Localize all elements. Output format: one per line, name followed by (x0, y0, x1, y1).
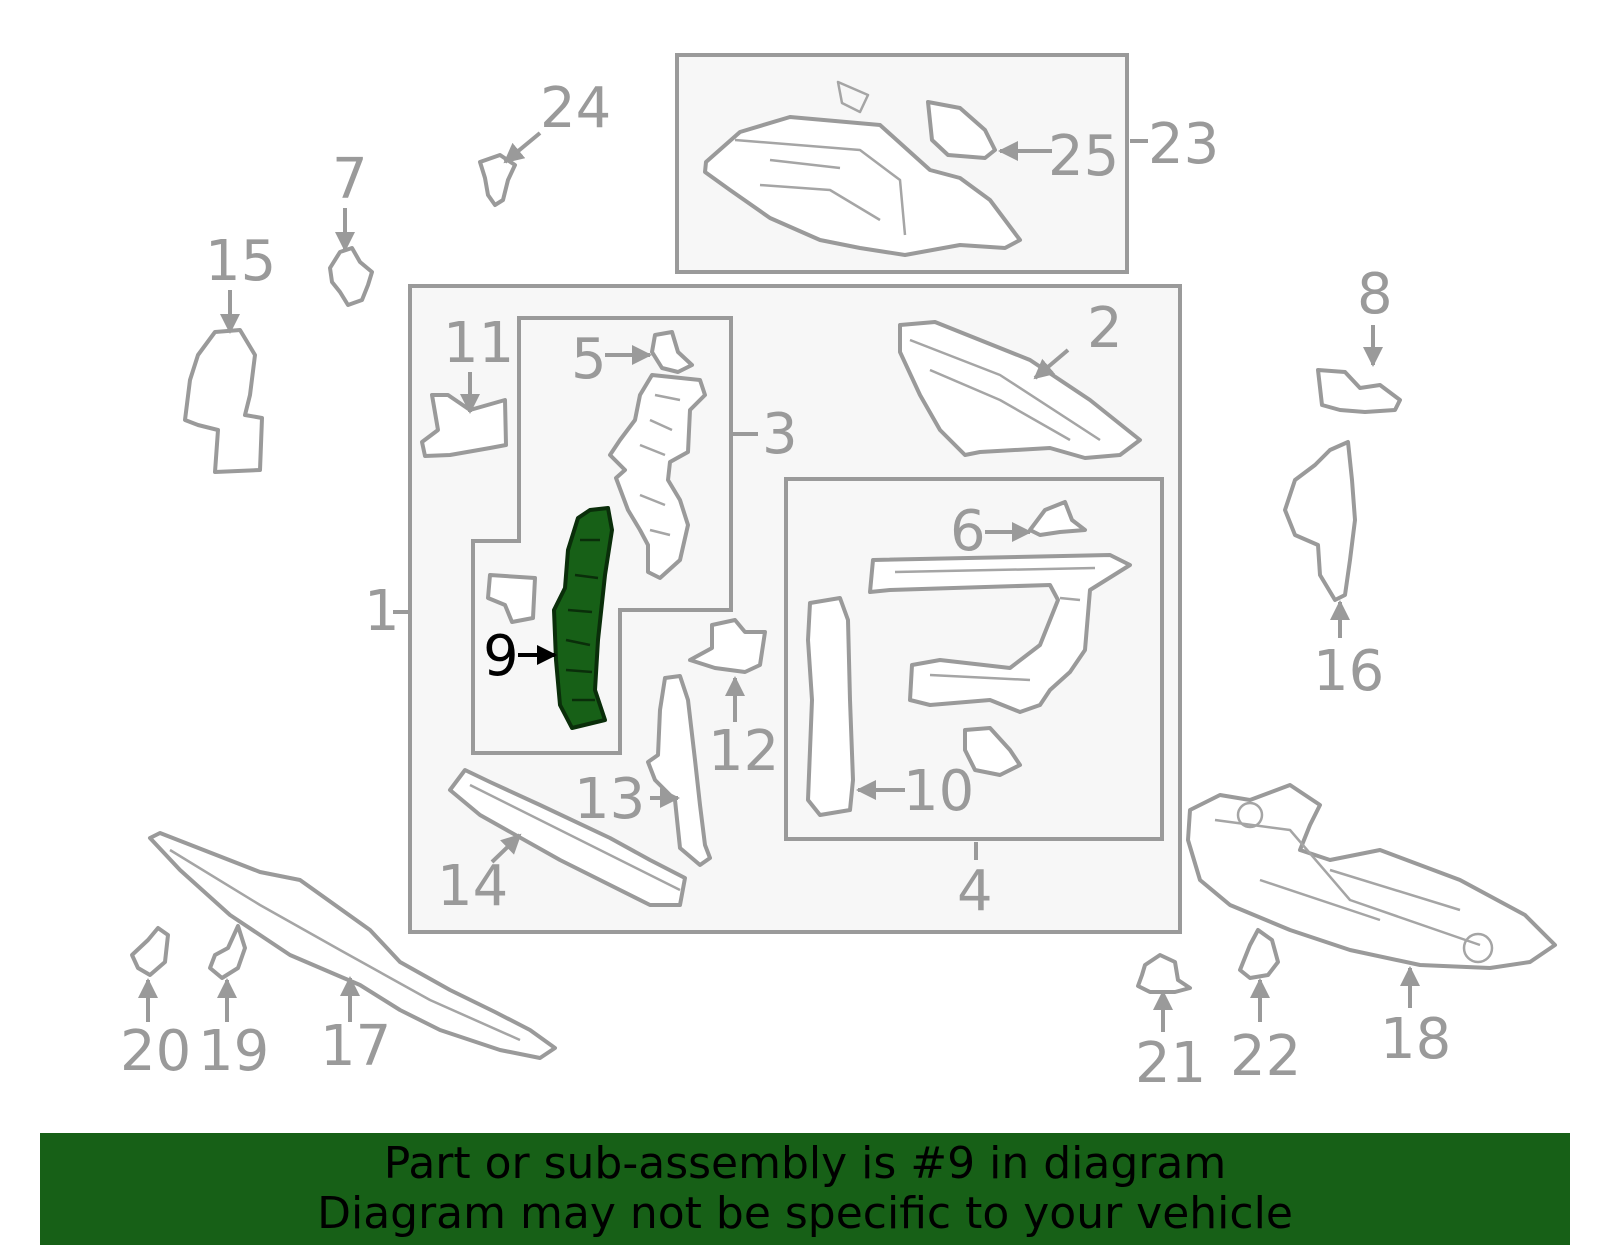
part-24-shape (478, 153, 517, 207)
part-19-shape (208, 924, 247, 980)
callout-2: 2 (1087, 296, 1123, 361)
callout-9: 9 (483, 624, 519, 689)
callout-16: 16 (1313, 639, 1384, 704)
info-banner: Part or sub-assembly is #9 in diagram Di… (40, 1133, 1570, 1245)
part-12-shape (688, 618, 767, 674)
banner-line-2: Diagram may not be specific to your vehi… (317, 1188, 1293, 1239)
part-7-shape (328, 246, 374, 307)
callout-15: 15 (205, 229, 276, 294)
callout-1: 1 (364, 579, 400, 644)
callout-5: 5 (571, 327, 607, 392)
callout-labels: 24 7 15 11 5 3 2 8 6 16 1 9 12 10 13 14 … (120, 76, 1451, 1096)
part-16-shape (1283, 440, 1357, 602)
small-bracket-4-shape (963, 726, 1022, 777)
part-22-shape (1238, 928, 1280, 980)
callout-17: 17 (320, 1014, 391, 1079)
part-17-shape (148, 831, 557, 1060)
part-18-shape (1186, 783, 1557, 970)
callout-8: 8 (1357, 262, 1393, 327)
callout-22: 22 (1230, 1024, 1301, 1089)
callout-21: 21 (1135, 1031, 1206, 1096)
part-8-shape (1316, 368, 1402, 414)
callout-6: 6 (950, 499, 986, 564)
leader-lines (138, 131, 1420, 1032)
part-10-shape (806, 596, 855, 817)
part-6-shape (1028, 500, 1087, 537)
callout-18: 18 (1380, 1007, 1451, 1072)
part-4-shape (868, 553, 1132, 714)
part-5-shape (650, 330, 694, 374)
banner-line-1: Part or sub-assembly is #9 in diagram (383, 1138, 1227, 1189)
small-bracket-shape (486, 573, 537, 624)
callout-12: 12 (708, 719, 779, 784)
callout-7: 7 (332, 147, 368, 212)
part-23-shape (703, 80, 1022, 257)
callout-24: 24 (540, 76, 611, 141)
callout-20: 20 (120, 1019, 191, 1084)
part-20-shape (130, 926, 170, 977)
callout-11: 11 (443, 311, 514, 376)
callout-4: 4 (957, 859, 993, 924)
part-14-shape (448, 768, 687, 907)
part-13-shape (646, 674, 712, 867)
part-21-shape (1136, 953, 1192, 994)
callout-19: 19 (198, 1019, 269, 1084)
callout-13: 13 (574, 767, 645, 832)
callout-25: 25 (1048, 124, 1119, 189)
part-15-shape (183, 328, 264, 474)
callout-23: 23 (1148, 112, 1219, 177)
part-3-shape (608, 373, 707, 580)
part-9-highlighted (552, 506, 614, 730)
callout-3: 3 (762, 402, 798, 467)
callout-10: 10 (903, 759, 974, 824)
callout-14: 14 (437, 854, 508, 919)
